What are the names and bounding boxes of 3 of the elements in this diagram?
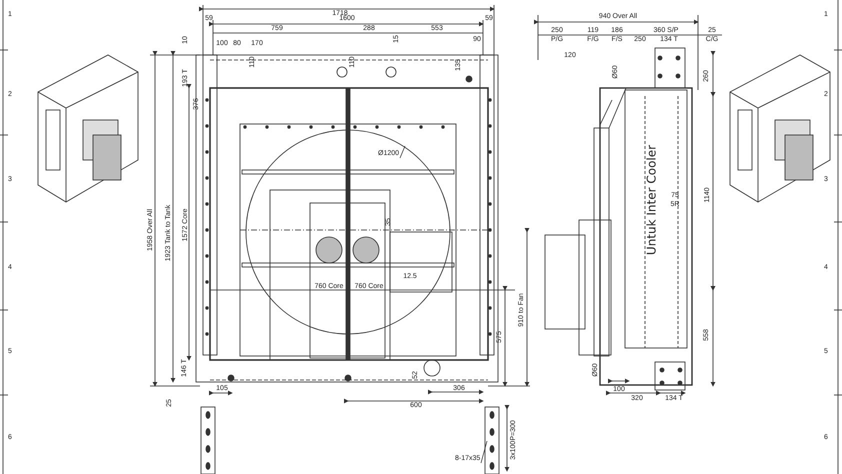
leader-line: [400, 146, 406, 158]
leader-line: [480, 440, 488, 464]
view-title: Untuk Inter Cooler: [646, 144, 658, 256]
